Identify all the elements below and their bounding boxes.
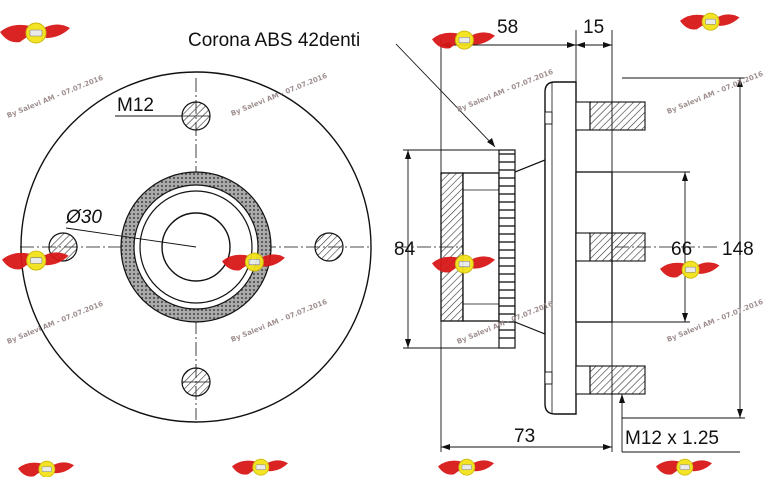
- bolt-hole-right: [314, 232, 344, 262]
- bolt-hole-top: [181, 101, 211, 131]
- pilot-diameter-value: 66: [671, 239, 692, 260]
- wheel-stud-bottom: [575, 365, 646, 395]
- pcd-value: 148: [722, 239, 754, 260]
- watermark-logo: [679, 12, 740, 31]
- watermark-logo: [437, 458, 495, 476]
- flange-thickness-value: 15: [583, 17, 604, 38]
- wheel-stud-top: [575, 101, 646, 131]
- watermark-logo: [17, 460, 75, 477]
- watermark-logo: [659, 260, 720, 279]
- hub-body-section: [440, 172, 464, 322]
- side-view: [395, 81, 720, 415]
- bolt-hole-label: M12: [117, 95, 154, 116]
- watermark-logo: [231, 458, 289, 476]
- watermark-text: By Salevi AM - 07.07.2016: [456, 68, 555, 114]
- flange-offset-value: 58: [497, 17, 518, 38]
- bolt-hole-bottom: [181, 367, 211, 397]
- watermark-logo: [655, 458, 713, 476]
- dimension-arrows: [405, 42, 743, 450]
- thread-spec-value: M12 x 1.25: [625, 428, 719, 449]
- wheel-stud-middle: [575, 232, 646, 262]
- bore-diameter-leader: [65, 227, 197, 248]
- abs-tone-ring: [498, 149, 516, 349]
- watermark-text: By Salevi AM - 07.07.2016: [666, 298, 765, 344]
- wheel-flange: [544, 81, 577, 415]
- watermark-logo: [0, 22, 71, 44]
- watermark-text: By Salevi AM - 07.07.2016: [666, 70, 765, 116]
- hub-diameter-value: 84: [394, 239, 416, 260]
- hub-inner-ring: [139, 190, 253, 304]
- hub-body: [462, 172, 500, 322]
- watermark-text: By Salevi AM - 07.07.2016: [6, 74, 105, 120]
- total-length-value: 73: [514, 426, 535, 447]
- watermark-text: By Salevi AM - 07.07.2016: [6, 300, 105, 346]
- watermark-layer: By Salevi AM - 07.07.2016 By Salevi AM -…: [0, 12, 765, 477]
- watermark-logo: [431, 30, 496, 50]
- dimensions: [395, 30, 745, 453]
- watermark-logo: [1, 250, 69, 271]
- flange-outline: [20, 71, 372, 423]
- abs-ring-label: Corona ABS 42denti: [188, 30, 360, 51]
- front-view: M12 Ø30: [20, 71, 372, 423]
- bore-diameter-label: Ø30: [65, 207, 102, 228]
